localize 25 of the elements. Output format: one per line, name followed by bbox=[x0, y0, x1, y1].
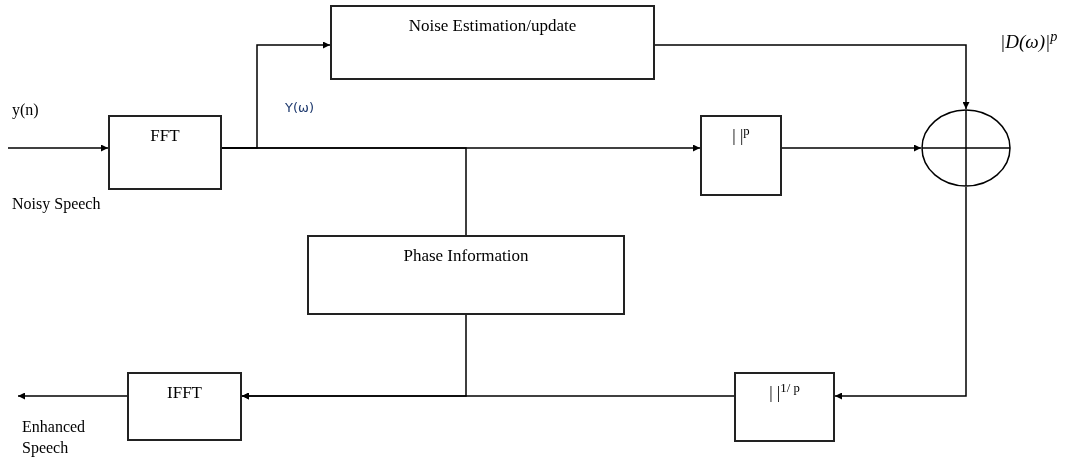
process-box bbox=[307, 235, 625, 315]
box-label: | |$^{1/ p}$ bbox=[769, 382, 800, 404]
arrow bbox=[834, 186, 967, 400]
arrow bbox=[17, 392, 128, 400]
process-box bbox=[734, 372, 835, 442]
arrow bbox=[654, 44, 970, 110]
arrow bbox=[7, 144, 109, 152]
summing-junction bbox=[921, 109, 1011, 187]
signal-label: Noisy Speech bbox=[12, 194, 101, 215]
process-box bbox=[108, 115, 222, 190]
box-label: Phase Information bbox=[403, 245, 529, 267]
process-box bbox=[330, 5, 655, 80]
signal-label: Y(ω) bbox=[285, 99, 314, 117]
box-label: FFT bbox=[150, 125, 180, 147]
connector-line bbox=[221, 147, 467, 236]
arrow bbox=[241, 314, 467, 400]
box-label: | |$^{p}$ bbox=[732, 125, 750, 147]
process-box bbox=[127, 372, 242, 441]
box-label: Noise Estimation/update bbox=[408, 15, 577, 37]
signal-label: y(n) bbox=[12, 100, 39, 121]
arrow bbox=[781, 144, 922, 152]
signal-label: Enhanced Speech bbox=[22, 417, 87, 458]
box-label: IFFT bbox=[167, 382, 202, 404]
signal-label: |D(ω)|$^{p}$ bbox=[1000, 28, 1058, 54]
process-box bbox=[700, 115, 782, 196]
